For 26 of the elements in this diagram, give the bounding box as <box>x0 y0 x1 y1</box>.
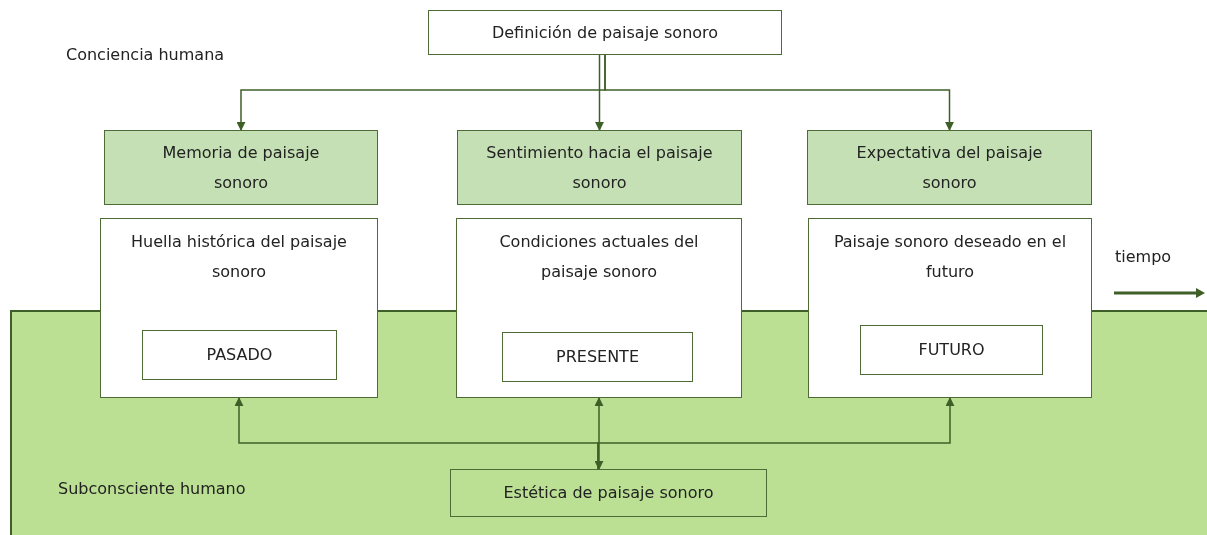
arrow <box>597 397 955 470</box>
box-text: Definición de paisaje sonoro <box>490 21 720 44</box>
process-box <box>450 469 767 517</box>
header-box <box>457 130 742 205</box>
box-text: PRESENTE <box>555 346 640 368</box>
box-text: Expectativa del paisaje sonoro <box>855 141 1044 194</box>
header-box <box>104 130 378 205</box>
axis-label: tiempo <box>1115 247 1172 266</box>
period-box <box>502 332 693 382</box>
box-text: Estética de paisaje sonoro <box>502 482 715 504</box>
layer-label: Conciencia humana <box>66 45 225 64</box>
arrow <box>594 397 604 470</box>
box-text: Sentimiento hacia el paisaje sonoro <box>485 141 714 194</box>
box-text: Memoria de paisaje sonoro <box>161 141 321 194</box>
band-label: Subconsciente humano <box>58 478 246 500</box>
box-text: Condiciones actuales del paisaje sonoro <box>498 231 700 283</box>
box-text: FUTURO <box>917 339 986 361</box>
period-box <box>142 330 337 380</box>
header-box <box>807 130 1092 205</box>
box-text: PASADO <box>205 344 274 366</box>
box-text: Paisaje sonoro deseado en el futuro <box>832 231 1068 283</box>
title-box <box>428 10 782 55</box>
box-text: Huella histórica del paisaje sonoro <box>130 231 348 283</box>
arrow <box>595 54 604 131</box>
arrow <box>604 54 954 131</box>
period-box <box>860 325 1043 375</box>
